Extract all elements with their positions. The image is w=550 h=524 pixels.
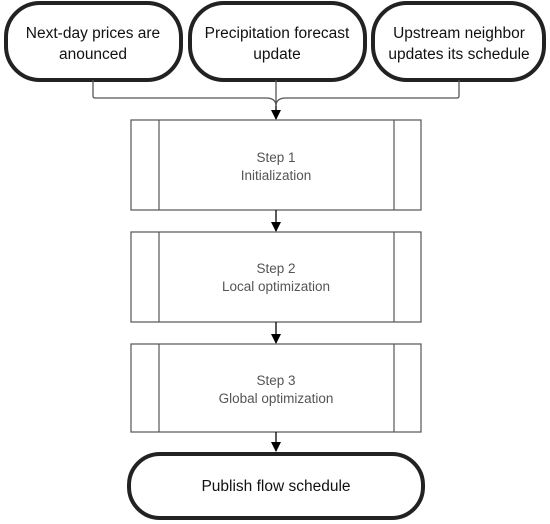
step-1-subtitle: Initialization — [241, 168, 312, 183]
trigger-precipitation-line2: update — [253, 46, 300, 63]
trigger-upstream-line2: updates its schedule — [388, 46, 529, 63]
step-3-box: Step 3 Global optimization — [130, 343, 422, 433]
step-1-box: Step 1 Initialization — [130, 119, 422, 211]
publish-terminal: Publish flow schedule — [127, 452, 425, 520]
trigger-prices-line1: Next-day prices are — [26, 25, 160, 42]
step-2-title: Step 2 — [256, 261, 295, 276]
step-2-box: Step 2 Local optimization — [130, 231, 422, 323]
trigger-precipitation: Precipitation forecast update — [188, 1, 367, 82]
trigger-prices: Next-day prices are anounced — [4, 1, 183, 82]
step-3-title: Step 3 — [256, 373, 295, 388]
step-3-subtitle: Global optimization — [219, 391, 334, 406]
trigger-precipitation-line1: Precipitation forecast — [205, 25, 350, 42]
publish-label: Publish flow schedule — [201, 478, 350, 495]
step-2-subtitle: Local optimization — [222, 279, 330, 294]
trigger-upstream: Upstream neighbor updates its schedule — [371, 1, 546, 82]
trigger-upstream-line1: Upstream neighbor — [393, 25, 525, 42]
step-1-title: Step 1 — [256, 150, 295, 165]
trigger-prices-line2: anounced — [59, 46, 127, 63]
